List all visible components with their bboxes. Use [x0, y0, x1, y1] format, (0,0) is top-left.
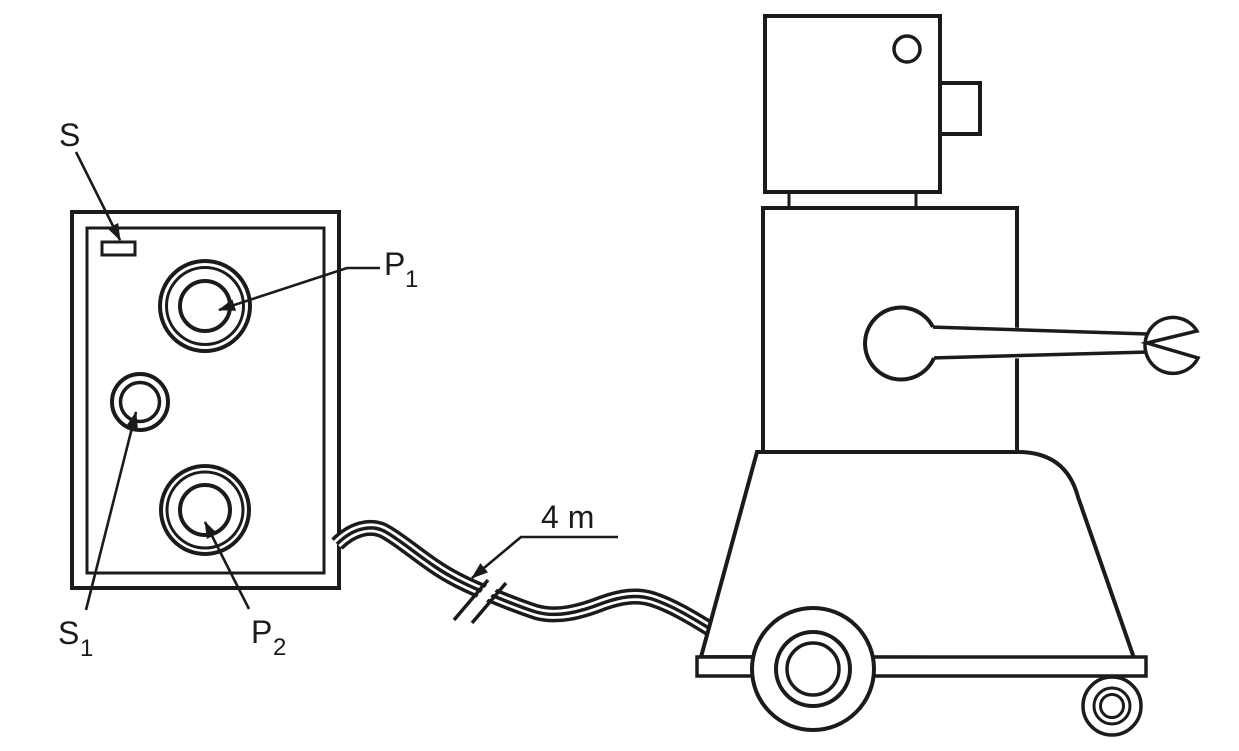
crank-rod-bottom-line — [930, 350, 1148, 360]
control-s1-outer-ring — [110, 372, 170, 432]
wheel-small — [1081, 675, 1143, 737]
wheel-large — [750, 606, 876, 732]
gauge-p1-outer-ring — [158, 259, 252, 353]
gauge-p1-mid-ring — [165, 266, 245, 346]
leader-s — [74, 151, 122, 241]
crank-ball — [863, 305, 936, 382]
cable-assembly: 4 m — [331, 499, 717, 637]
cable-outer-line — [331, 519, 717, 637]
cable-center-line — [335, 526, 713, 632]
cable-break-symbol — [452, 577, 508, 625]
label-p1-subscript: 1 — [405, 266, 418, 293]
machine — [695, 14, 1201, 737]
machine-head-port — [892, 34, 922, 64]
gauge-p1 — [158, 259, 252, 353]
gauge-p2-dial — [178, 483, 232, 537]
dimension-4m: 4 m — [471, 499, 618, 579]
control-box-outline — [70, 210, 341, 590]
label-s1-subscript: 1 — [80, 635, 93, 662]
dimension-4m-leader-line — [471, 535, 618, 579]
machine-head-side-stub — [938, 81, 982, 136]
crank-rod-top-line — [929, 325, 1148, 336]
machine-head — [763, 14, 942, 194]
wheel-large-tire — [750, 606, 876, 732]
gauge-p1-dial — [178, 279, 232, 333]
cable-break-gap — [459, 577, 501, 625]
machine-base-skirt — [698, 450, 1137, 661]
label-s: S — [59, 117, 80, 153]
wheel-large-hub — [785, 641, 841, 697]
crank-fork-tip — [1140, 315, 1201, 376]
wheel-small-tire — [1081, 675, 1143, 737]
label-p2-subscript: 2 — [273, 634, 286, 661]
control-pendant — [70, 210, 341, 590]
annotations: S P 1 S 1 P 2 — [58, 117, 418, 662]
wheel-small-rim — [1092, 686, 1132, 726]
control-s1-knob — [118, 380, 162, 424]
switch-s-window — [100, 240, 137, 257]
leader-p2 — [203, 521, 251, 610]
wheel-small-hub — [1099, 693, 1125, 719]
leader-s1 — [84, 411, 138, 611]
control-s1 — [110, 372, 170, 432]
dimension-4m-label: 4 m — [541, 499, 594, 535]
cable-break-slash-left — [452, 578, 490, 622]
label-p1: P — [384, 246, 405, 282]
cable-break-slash-right — [470, 581, 508, 625]
label-p2: P — [251, 614, 272, 650]
leader-p1 — [218, 266, 380, 312]
control-box-panel — [85, 226, 326, 575]
gauge-p2-mid-ring — [165, 470, 245, 550]
gauge-p2 — [159, 464, 251, 556]
wheel-large-rim — [774, 630, 852, 708]
label-s1: S — [58, 615, 79, 651]
gauge-p2-outer-ring — [159, 464, 251, 556]
